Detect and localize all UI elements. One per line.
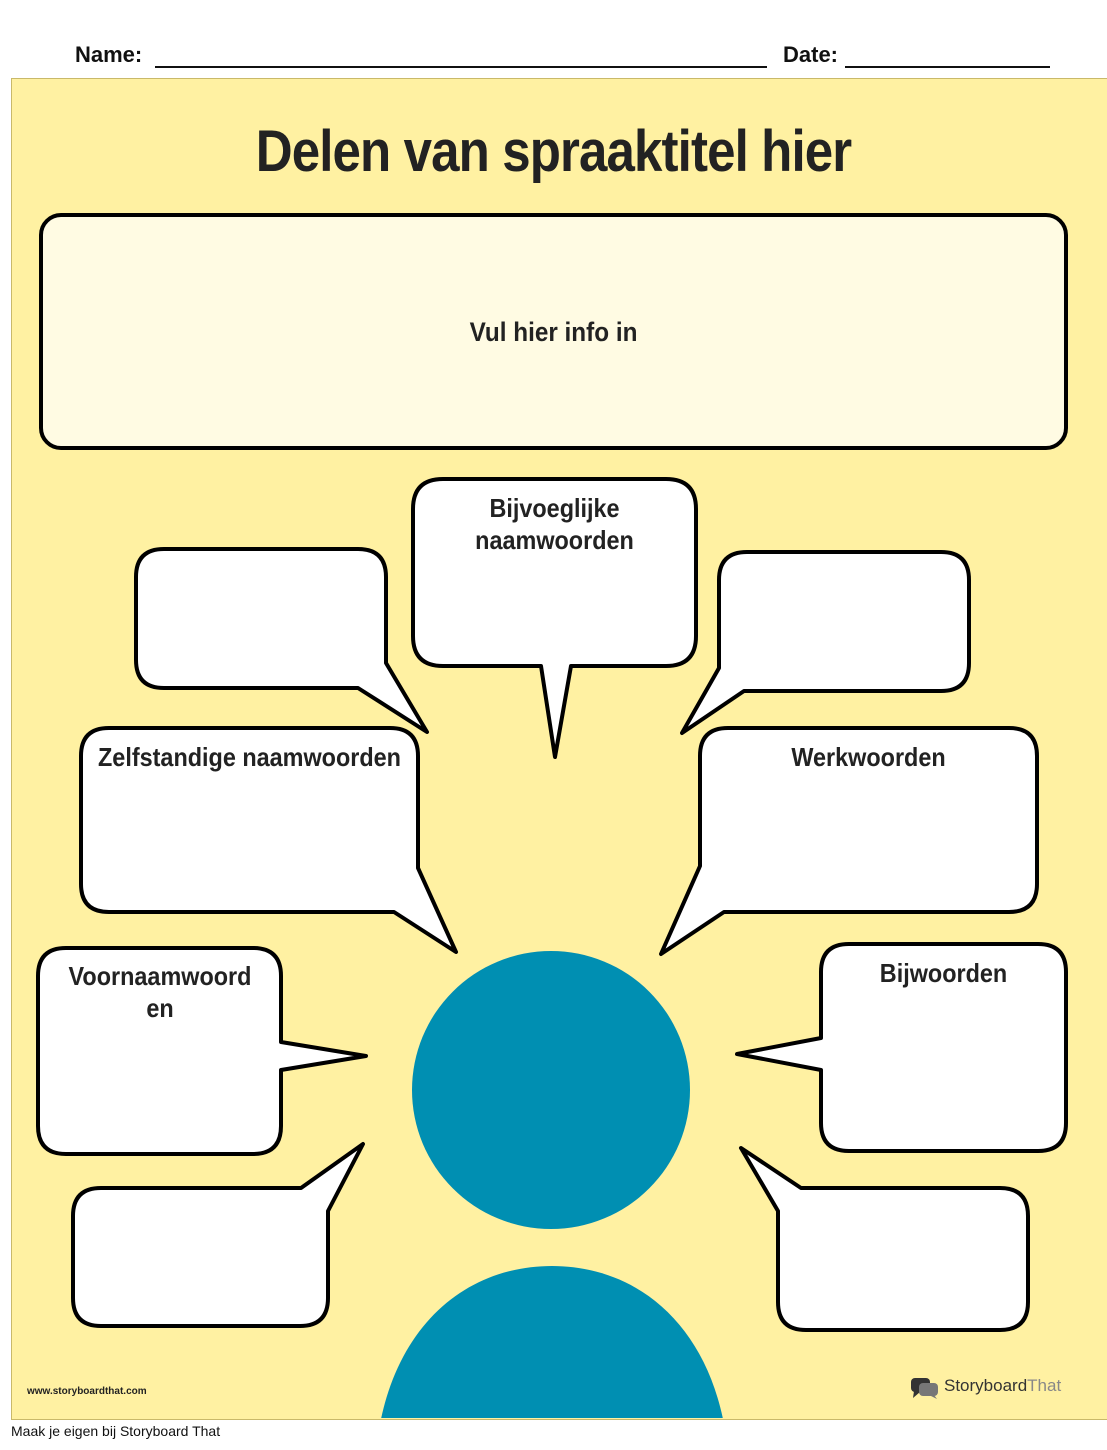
footer-url[interactable]: www.storyboardthat.com [27, 1386, 147, 1397]
bottom-caption[interactable]: Maak je eigen bij Storyboard That [11, 1423, 221, 1439]
brand-name-part1: Storyboard [944, 1376, 1028, 1395]
speech-bubble-nouns[interactable] [79, 726, 458, 954]
verbs-label: Werkwoorden [791, 742, 946, 772]
speech-bubble-pronouns[interactable] [36, 946, 368, 1156]
info-box[interactable]: Vul hier info in [39, 213, 1068, 450]
adjectives-label: Bijvoeglijke naamwoorden [475, 493, 634, 555]
speech-bubble-adverbs[interactable] [735, 942, 1068, 1153]
speech-bubble-blank-top-left[interactable] [134, 547, 429, 734]
name-label: Name: [75, 42, 143, 67]
info-box-text: Vul hier info in [469, 317, 638, 347]
name-field[interactable] [155, 66, 767, 68]
header-row: Name: Date: [75, 36, 1055, 76]
speech-bubbles-logo-icon [911, 1378, 938, 1399]
speech-bubble-blank-bottom-left[interactable] [71, 1142, 365, 1328]
person-body [381, 1266, 723, 1418]
date-label: Date: [783, 42, 839, 67]
brand-name: StoryboardThat [944, 1376, 1061, 1396]
person-figure [381, 951, 723, 1418]
page-title[interactable]: Delen van spraaktitel hier [255, 119, 852, 184]
nouns-label: Zelfstandige naamwoorden [98, 742, 401, 772]
person-head [412, 951, 690, 1229]
adverbs-label: Bijwoorden [879, 958, 1008, 988]
pronouns-label: Voornaamwoord en [68, 961, 252, 1023]
date-field[interactable] [845, 66, 1050, 68]
speech-bubble-blank-bottom-right[interactable] [739, 1146, 1030, 1332]
speech-bubble-verbs[interactable] [659, 726, 1039, 956]
speech-bubble-blank-top-right[interactable] [680, 550, 971, 735]
speech-bubble-adjectives[interactable] [411, 477, 698, 759]
brand-name-part2: That [1027, 1376, 1062, 1395]
